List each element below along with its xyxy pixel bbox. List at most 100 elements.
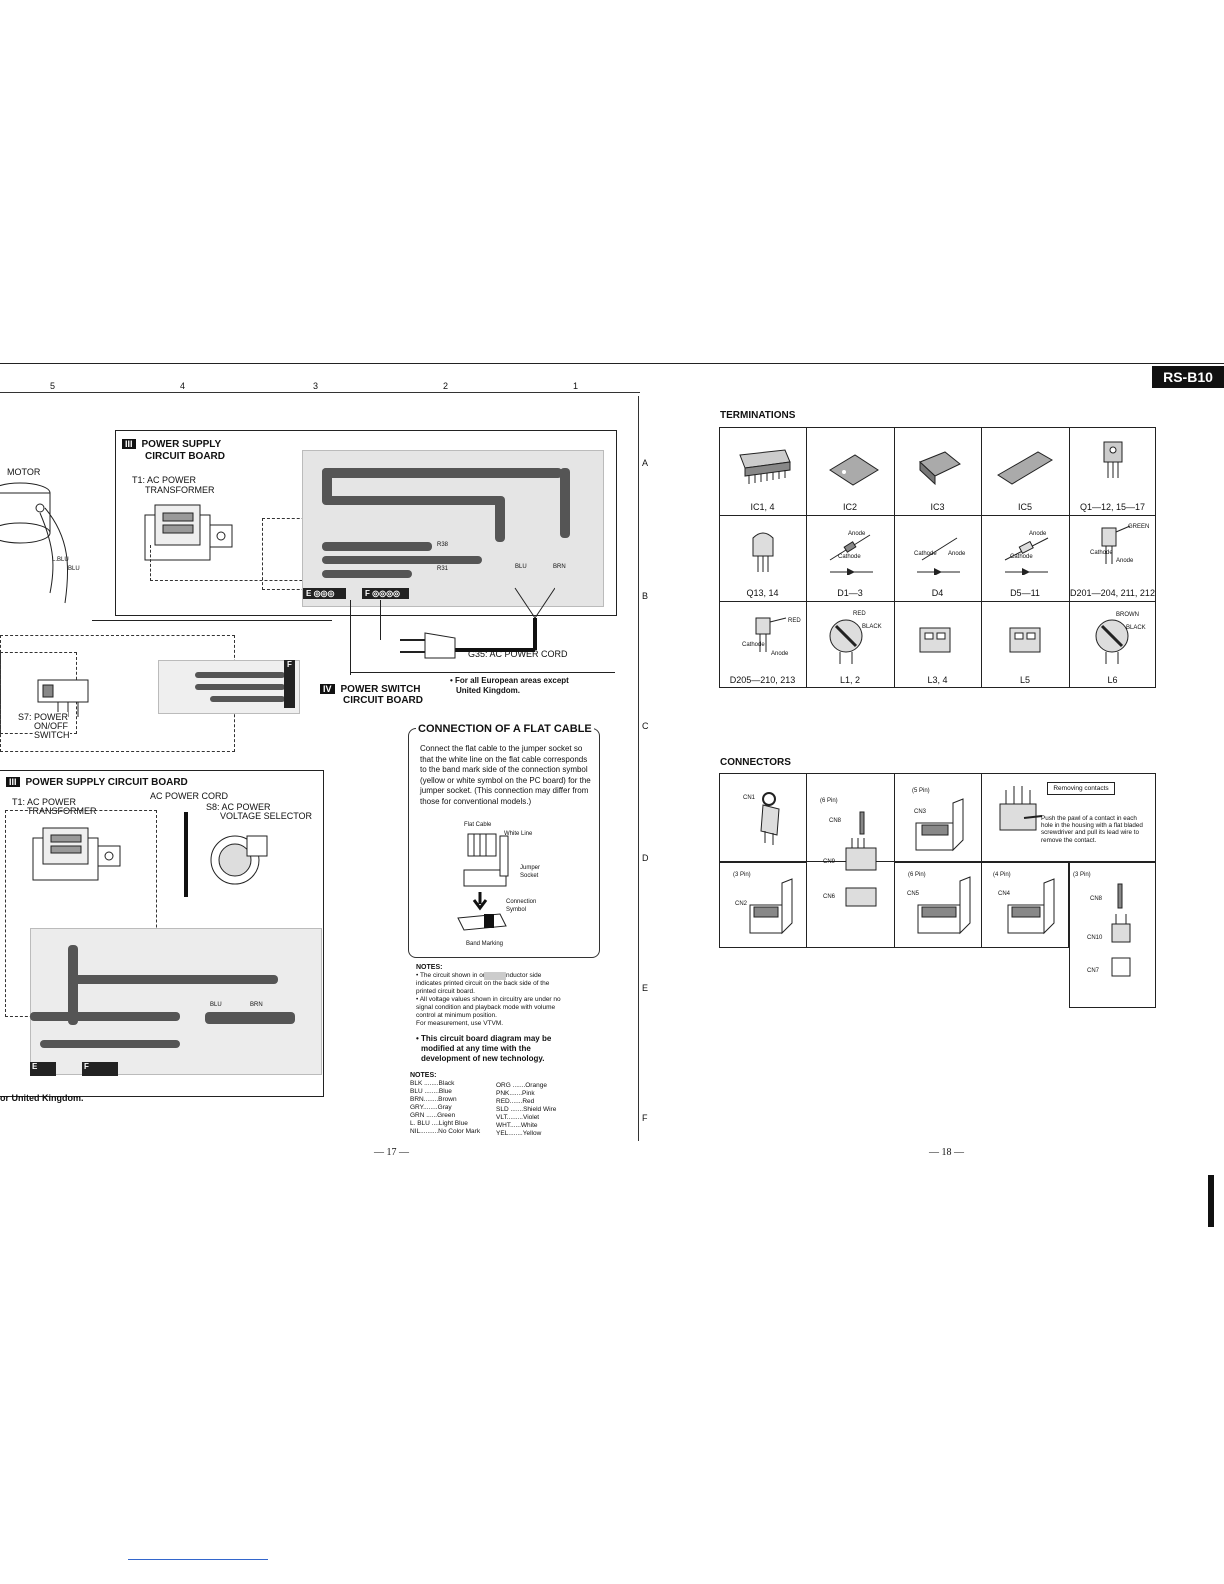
d205-213-icon [755, 617, 787, 652]
s7-label-line2: ON/OFF [34, 721, 68, 731]
white-line-label: White Line [504, 831, 533, 837]
uk-note: or United Kingdom. [0, 1093, 84, 1103]
row-letter-b: B [642, 591, 649, 601]
cn3-label: CN3 [914, 809, 927, 815]
removing-contacts-icon [999, 786, 1043, 831]
d205-cathode-label: Cathode [742, 642, 765, 648]
cn4-icon [1007, 878, 1055, 935]
roman-iv-badge: IV [320, 684, 335, 694]
notes1-line-3: printed circuit board. [416, 988, 475, 995]
notes2-heading: NOTES: [410, 1072, 437, 1079]
t1-label-line2: TRANSFORMER [145, 485, 215, 495]
conn-vline-2 [894, 773, 895, 948]
color-code-grn: GRN ......Green [410, 1112, 456, 1119]
pcb-switch-trace-2 [195, 684, 285, 690]
notes1-heading: NOTES: [416, 964, 443, 971]
term-label-q1-17: Q1—12, 15—17 [1079, 502, 1146, 512]
conn-vline-4 [1069, 862, 1070, 948]
column-ruler [0, 392, 640, 393]
wire-brn-bottom: BRN [250, 1002, 263, 1008]
term-label-d5-11: D5—11 [1010, 588, 1040, 598]
connectors-heading: CONNECTORS [720, 757, 791, 768]
transformer-top-drawing [144, 504, 233, 561]
power-cord-label: G35: AC POWER CORD [468, 649, 568, 659]
s7-label-line3: SWITCH [34, 730, 70, 740]
color-code-blk: BLK ........Black [410, 1080, 455, 1087]
ic3-icon [919, 451, 961, 486]
d201-212-icon [1101, 525, 1131, 564]
page-number-18: — 18 — [929, 1147, 964, 1158]
binding-mark [1208, 1175, 1214, 1227]
six-pin-b-label: (6 Pin) [908, 872, 926, 878]
three-pin-b-label: (3 Pin) [1073, 872, 1091, 878]
term-label-d201-212: D201—204, 211, 212 [1070, 588, 1155, 598]
flat-cable-label: Flat Cable [464, 822, 492, 828]
cn8-cn10-cn7-icon [1111, 883, 1131, 977]
term-hline-2 [719, 601, 1156, 602]
l5-icon [1009, 627, 1041, 653]
wire-blu-top: BLU [515, 564, 527, 570]
d4-icon [917, 537, 960, 575]
connector-e-top: E ◎◎◎ [303, 588, 346, 599]
color-code-brn: BRN........Brown [410, 1096, 457, 1103]
pcb-switch-trace-3 [210, 696, 285, 702]
four-pin-label: (4 Pin) [993, 872, 1011, 878]
q13-14-icon [752, 532, 774, 572]
notes1-list: • The circuit shown in on the conductor … [416, 972, 561, 1028]
connectors-frame-top [719, 773, 1156, 862]
removing-contacts-text: Push the pawl of a contact in each hole … [1041, 815, 1143, 844]
column-number-2: 2 [443, 381, 449, 391]
flat-cable-body: Connect the flat cable to the jumper soc… [420, 744, 591, 806]
band-marking-label: Band Marking [466, 941, 504, 947]
color-code-pnk: PNK.......Pink [496, 1090, 535, 1097]
color-code-vlt: VLT.........Violet [496, 1114, 540, 1121]
cn4-label: CN4 [998, 891, 1011, 897]
jumper-socket-label: Jumper Socket [520, 865, 541, 879]
term-label-l1-2: L1, 2 [839, 675, 861, 685]
cn2-icon [749, 878, 793, 935]
row-letter-c: C [642, 721, 649, 731]
color-code-blu: BLU ........Blue [410, 1088, 452, 1095]
cn8a-label: CN8 [829, 818, 842, 824]
board3-top-frame [115, 430, 617, 616]
term-label-ic2: IC2 [842, 502, 857, 512]
wire-line-1 [92, 620, 332, 621]
term-hline-1 [719, 515, 1156, 516]
bottom-blue-line [128, 1559, 268, 1560]
wire-lblu-label: L.BLU [52, 557, 69, 563]
pcb-top-trace-3 [322, 496, 502, 505]
cn5-label: CN5 [907, 891, 920, 897]
pcb-bottom-trace-4 [30, 1012, 180, 1021]
term-label-ic5: IC5 [1017, 502, 1032, 512]
term-label-l3-4: L3, 4 [927, 675, 948, 685]
top-rule [0, 363, 1224, 364]
color-code-gry: GRY........Gray [410, 1104, 452, 1111]
page-number-17: — 17 — [374, 1147, 409, 1158]
cn9-label: CN9 [823, 859, 836, 865]
wire-blu-bottom: BLU [210, 1002, 222, 1008]
d5-11-cathode-label: Cathode [1010, 554, 1033, 560]
cn1-icon [760, 792, 780, 845]
wire-line-3 [350, 672, 615, 673]
cn2-label: CN2 [735, 901, 748, 907]
notes1-line-4: • All voltage values shown in circuitry … [416, 996, 561, 1003]
board3-top-title-line2: CIRCUIT BOARD [145, 451, 225, 462]
model-badge: RS-B10 [1152, 366, 1224, 388]
notes1-line-1: • The circuit shown in on the conductor … [416, 972, 542, 979]
term-label-l6: L6 [1107, 675, 1118, 685]
pcb-bottom-trace-1 [68, 945, 78, 1025]
l3-4-icon [919, 627, 951, 653]
color-code-col1: BLK ........Black BLU ........Blue BRN..… [410, 1080, 480, 1136]
l6-icon [1095, 619, 1129, 664]
removing-contacts-box: Removing contacts [1047, 782, 1115, 795]
color-code-wht: WHT......White [496, 1122, 538, 1129]
power-cord-drawing [400, 587, 555, 659]
connection-symbol-label: Connection Symbol [506, 899, 537, 913]
color-code-nil: NIL..........No Color Mark [410, 1128, 481, 1135]
terminations-heading: TERMINATIONS [720, 410, 796, 421]
pcb-top-trace-4 [495, 496, 505, 542]
wire-brn-top: BRN [553, 564, 566, 570]
european-note-line1: • For all European areas except [450, 676, 569, 685]
shaded-swatch [484, 972, 506, 980]
l6-brown-label: BROWN [1116, 612, 1139, 618]
